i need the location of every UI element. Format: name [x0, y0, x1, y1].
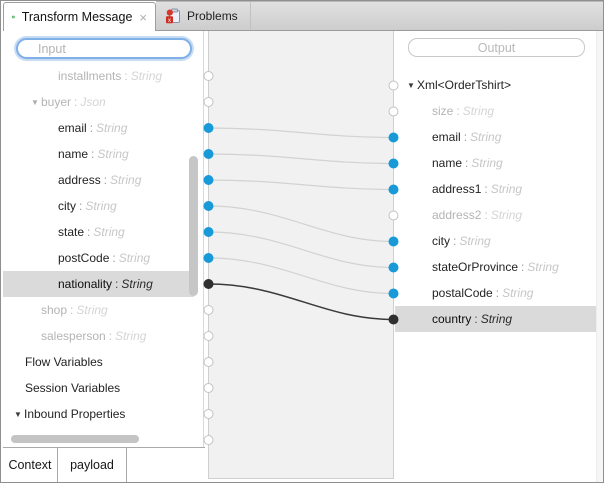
tree-item-salesperson[interactable]: salesperson:String: [41, 329, 147, 343]
tree-item-buyer[interactable]: ▼buyer:Json: [31, 95, 106, 109]
horizontal-scrollbar-thumb[interactable]: [11, 435, 139, 443]
tab-problems[interactable]: x Problems: [156, 2, 251, 30]
tree-item-address2[interactable]: address2:String: [432, 208, 523, 222]
tree-item-postCode[interactable]: postCode:String: [58, 251, 151, 265]
transform-message-icon: [12, 15, 15, 19]
bottom-tab-bar: Context payload: [3, 447, 205, 482]
tree-item-name-out[interactable]: name:String: [432, 156, 503, 170]
tree-item-city-out[interactable]: city:String: [432, 234, 491, 248]
chevron-down-icon[interactable]: ▼: [31, 97, 39, 107]
tab-problems-label: Problems: [187, 9, 238, 23]
tree-item-country-selected[interactable]: country:String: [395, 306, 597, 332]
output-tree-panel: ▼Xml<OrderTshirt> size:String email:Stri…: [394, 31, 603, 482]
tree-item-installments[interactable]: installments:String: [58, 69, 163, 83]
chevron-down-icon[interactable]: ▼: [14, 409, 22, 419]
tab-payload[interactable]: payload: [58, 448, 127, 482]
mapping-canvas: [208, 31, 394, 479]
tree-item-address1[interactable]: address1:String: [432, 182, 523, 196]
tree-item-state[interactable]: state:String: [58, 225, 125, 239]
problems-icon: x: [166, 8, 180, 24]
tab-context[interactable]: Context: [3, 448, 58, 482]
input-search-field[interactable]: [16, 38, 192, 59]
tree-item-email-out[interactable]: email:String: [432, 130, 502, 144]
vertical-scrollbar-track[interactable]: [596, 31, 603, 482]
tree-item-address[interactable]: address:String: [58, 173, 142, 187]
chevron-down-icon[interactable]: ▼: [407, 80, 415, 90]
tab-transform-message[interactable]: Transform Message ×: [3, 2, 156, 31]
tree-item-flow-variables[interactable]: Flow Variables: [25, 355, 103, 369]
output-search-field[interactable]: [408, 38, 585, 57]
tree-item-postalCode[interactable]: postalCode:String: [432, 286, 534, 300]
close-icon[interactable]: ×: [139, 9, 147, 25]
tree-item-email[interactable]: email:String: [58, 121, 128, 135]
tree-item-city[interactable]: city:String: [58, 199, 117, 213]
editor-tabstrip: x Problems: [156, 1, 603, 31]
tree-item-nationality-selected[interactable]: nationality:String: [3, 271, 194, 297]
tree-item-name[interactable]: name:String: [58, 147, 129, 161]
tab-transform-message-label: Transform Message: [21, 10, 133, 24]
tree-item-session-variables[interactable]: Session Variables: [25, 381, 121, 395]
tree-item-shop[interactable]: shop:String: [41, 303, 108, 317]
svg-text:x: x: [168, 17, 172, 24]
input-tree-panel: installments:String ▼buyer:Json email:St…: [3, 31, 204, 447]
vertical-scrollbar-thumb[interactable]: [189, 156, 198, 296]
tree-item-xml-ordertshirt[interactable]: ▼Xml<OrderTshirt>: [407, 78, 512, 92]
tree-item-inbound-properties[interactable]: ▼Inbound Properties: [14, 407, 126, 421]
tree-item-size[interactable]: size:String: [432, 104, 495, 118]
tree-item-stateOrProvince[interactable]: stateOrProvince:String: [432, 260, 559, 274]
